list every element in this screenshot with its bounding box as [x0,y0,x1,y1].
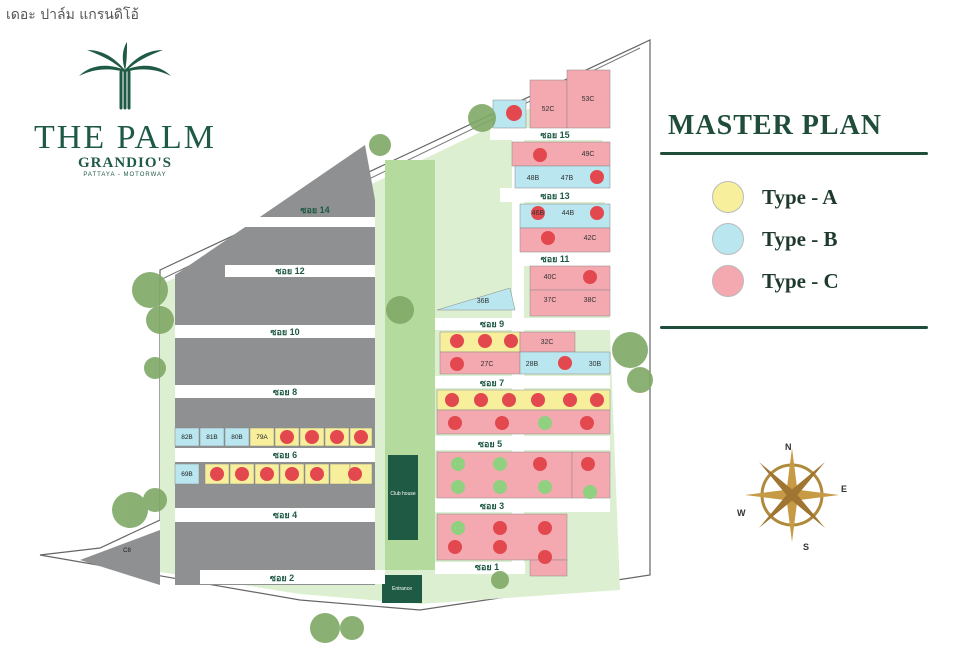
tree-cluster-icons [112,104,653,643]
cb-label: C8 [123,548,131,554]
cb-block [80,530,160,585]
plot-80b: 80B [231,434,243,441]
legend-divider [660,326,928,329]
plot-48b: 48B [527,175,540,182]
soi-8-label: ซอย 8 [273,387,297,397]
soi-13-label: ซอย 13 [540,191,569,201]
soi-7-label: ซอย 7 [480,378,504,388]
legend-label-type-a: Type - A [762,184,838,209]
sold-markers-left-1 [280,430,368,444]
left-roads [175,217,385,584]
soi-6-label: ซอย 6 [273,450,297,460]
plot-44b: 44B [562,210,575,217]
plot-53c: 53C [582,96,595,103]
soi-14-label: ซอย 14 [300,205,329,215]
soi-12-label: ซอย 12 [275,266,304,276]
legend-label-type-c: Type - C [762,268,839,293]
plot-32c: 32C [541,339,554,346]
plot-27c: 27C [481,361,494,368]
plot-40c: 40C [544,274,557,281]
plot-42c: 42C [584,235,597,242]
plot-52c: 52C [542,106,555,113]
plot-38c: 38C [584,297,597,304]
soi-2-label: ซอย 2 [270,573,294,583]
palm-tree-icon [79,42,171,110]
plot-37c: 37C [544,297,557,304]
entrance [382,575,422,603]
logo-subtitle: GRANDIO'S [77,155,172,171]
plot-47b: 47B [561,175,574,182]
type-b-swatch [712,223,744,255]
soi-10-label: ซอย 10 [270,327,299,337]
master-plan-title: MASTER PLAN [668,110,883,141]
soi-11-label: ซอย 11 [541,254,570,264]
title-divider [660,152,928,155]
club-house [388,455,418,540]
legend-item-type-a: Type - A [712,176,839,218]
plot-82b: 82B [181,434,193,441]
plot-79a: 79A [256,434,268,441]
type-a-swatch [712,181,744,213]
thai-caption: เดอะ ปาล์ม แกรนดิโอ้ [6,7,139,23]
sold-markers-right [445,105,604,564]
plot-81b: 81B [206,434,218,441]
plot-28b: 28B [526,361,539,368]
project-logo: THE PALM GRANDIO'S PATTAYA - MOTORWAY [30,42,220,178]
legend: Type - A Type - B Type - C [712,176,839,302]
plot-49c: 49C [582,151,595,158]
plot-36b: 36B [477,298,490,305]
entrance-label: Entrance [392,586,412,592]
soi-1-label: ซอย 1 [475,562,499,572]
logo-tagline: PATTAYA - MOTORWAY [83,172,167,178]
plot-69b: 69B [181,471,193,478]
compass-s: S [803,542,809,550]
green-markers-right [451,416,597,535]
club-house-label: Club house [390,491,416,497]
plot-30b: 30B [589,361,602,368]
left-plots-row-1 [174,427,373,447]
logo-title: THE PALM [34,119,216,156]
sold-markers-left-2 [210,467,362,481]
plot-46b: 46B [532,210,545,217]
soi-5-label: ซอย 5 [478,439,502,449]
soi-4-label: ซอย 4 [273,510,297,520]
soi-15-label: ซอย 15 [540,130,569,140]
legend-label-type-b: Type - B [762,226,838,251]
compass-rose-icon: N E S W [737,442,847,550]
legend-item-type-b: Type - B [712,218,839,260]
compass-w: W [737,508,746,518]
soi-3-label: ซอย 3 [480,501,504,511]
compass-e: E [841,484,847,494]
type-c-swatch [712,265,744,297]
legend-item-type-c: Type - C [712,260,839,302]
soi-9-label: ซอย 9 [480,319,504,329]
compass-n: N [785,442,792,452]
